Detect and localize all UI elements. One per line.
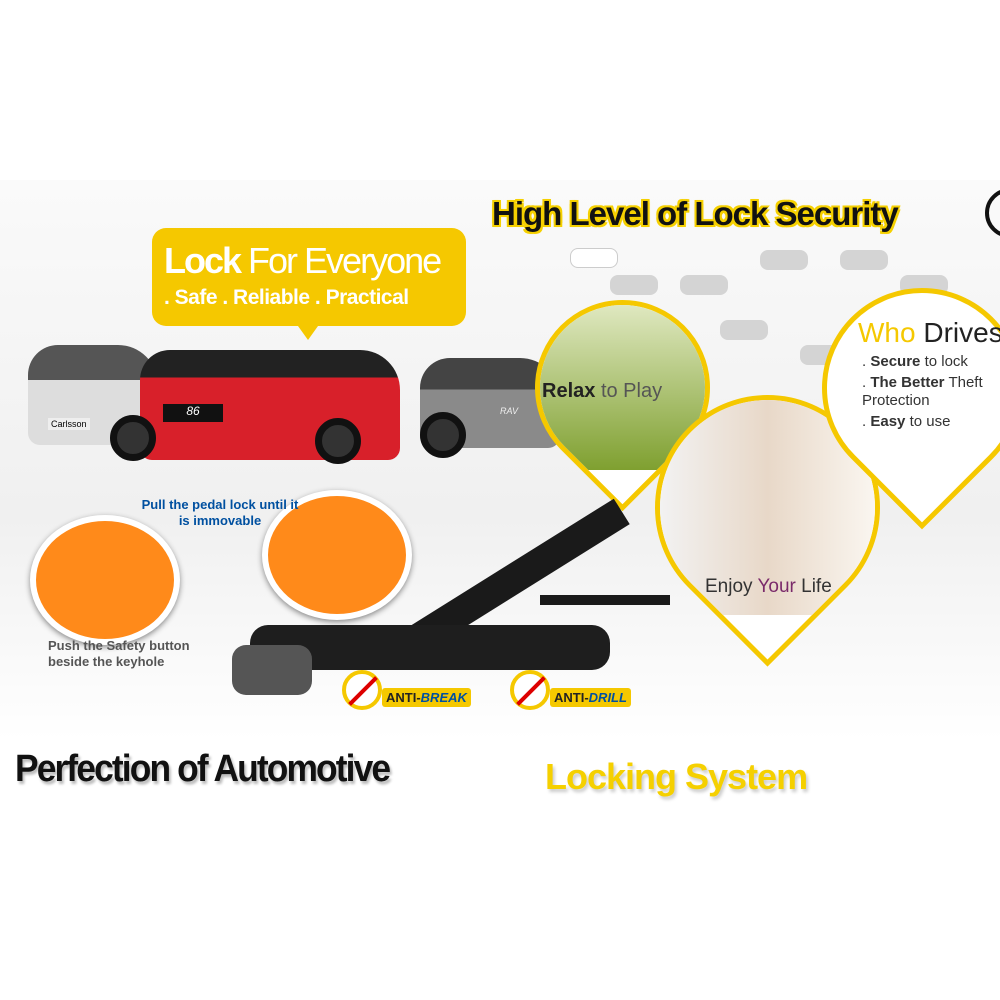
deco-tile [610,275,658,295]
deco-tile [720,320,768,340]
illustration-push [30,515,180,645]
anti-break-label: ANTI-BREAK [382,688,471,707]
deco-tile [840,250,888,270]
item-bold: Easy [870,413,906,430]
deco-tile [680,275,728,295]
badge-word: DRILL [588,690,627,705]
caption-enjoy: Enjoy Your Life [705,576,832,598]
item-text: to use [909,413,951,430]
footer-subtitle: Locking System [545,756,808,797]
illustration-pull [262,490,412,620]
bubble-word1: Lock [164,240,242,281]
wheel [420,412,466,458]
item-bold: The Better [870,374,945,391]
wheel [110,415,156,461]
badge-word: BREAK [420,690,467,705]
caption-relax: Relax to Play [542,380,662,403]
wheel [315,418,361,464]
lock-bracket [540,595,670,605]
car-badge: 86 [163,404,223,422]
bubble-word2: For Everyone [248,240,442,281]
anti-drill-label: ANTI-DRILL [550,688,631,707]
bubble-tagline: . Safe . Reliable . Practical [164,286,409,309]
anti-break-icon [342,670,382,710]
speech-bubble: Lock For Everyone . Safe . Reliable . Pr… [152,228,466,340]
item-bold: Secure [870,353,921,370]
item-text: to lock [924,353,968,370]
anti-drill-icon [510,670,550,710]
who-word: Who [858,317,916,348]
badge-prefix: ANTI- [386,690,421,705]
caption-word: Your [757,576,796,597]
deco-tile [760,250,808,270]
who-item: . The Better Theft Protection [862,374,983,409]
item-text: Theft Protection [862,374,983,409]
deco-tile [570,248,618,268]
who-title: Who Drives [858,316,1000,350]
lock-keyhole [232,645,312,695]
headline: High Level of Lock Security [492,195,899,232]
instruction-pull: Pull the pedal lock until it is immovabl… [141,497,299,528]
badge-prefix: ANTI- [554,690,589,705]
who-word: Drives [923,317,1000,348]
car-badge: Carlsson [48,418,90,430]
who-item: . Easy to use [862,413,951,430]
caption-word: Relax [542,380,596,402]
who-item: . Secure to lock [862,353,968,370]
caption-word: to Play [600,380,663,402]
footer-title: Perfection of Automotive [15,748,391,790]
caption-word: Enjoy [705,576,753,597]
instruction-push: Push the Safety button beside the keyhol… [48,638,190,669]
caption-word: Life [801,576,832,597]
who-list: . Secure to lock . The Better Theft Prot… [862,353,1000,431]
car-badge: RAV [500,406,519,416]
